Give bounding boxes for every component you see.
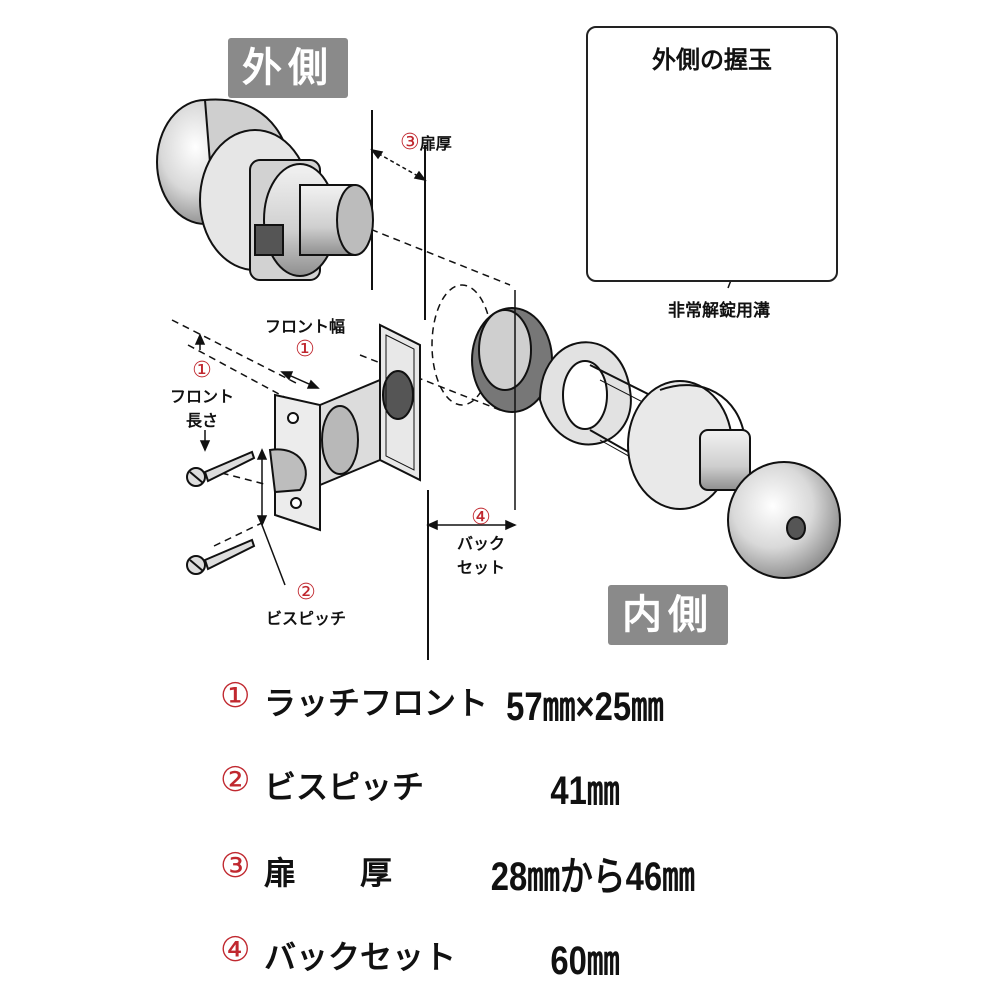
spec-value: 57㎜×25㎜ (506, 685, 664, 729)
screw-icon (186, 450, 256, 487)
inner-knob-assembly (627, 380, 841, 579)
callout-number: ③ (400, 130, 420, 155)
spec-row-backset: ④ バックセット 60㎜ (220, 922, 700, 983)
callout-number: ② (296, 580, 316, 605)
callout-text: フロント (169, 387, 234, 406)
strike-plate (379, 323, 421, 482)
callout-text: バック (456, 534, 505, 553)
inset-outer-knob-box: 外側の握玉 (586, 26, 838, 282)
callout-text: 扉厚 (419, 134, 452, 153)
spec-row-screw-pitch: ② ビスピッチ 41㎜ (220, 752, 700, 813)
front-width-callout: フロント幅 ① (250, 313, 360, 362)
spec-number: ① (220, 676, 251, 716)
spec-number: ② (220, 760, 251, 800)
inner-side-label: 内側 (608, 585, 728, 645)
spec-number: ③ (220, 846, 251, 886)
spec-value: 41㎜ (550, 769, 620, 813)
callout-number: ④ (471, 505, 491, 530)
spec-value: 60㎜ (550, 939, 620, 983)
latch-assembly (268, 378, 381, 532)
spec-label: ラッチフロント (264, 684, 489, 722)
callout-text: 長さ (185, 411, 218, 430)
backset-callout: ④ バック セット (446, 505, 516, 578)
spec-label: ビスピッチ (264, 768, 425, 806)
screw-icon (186, 538, 256, 575)
callout-number: ① (192, 358, 212, 383)
spec-value: 28㎜から46㎜ (490, 855, 695, 899)
spindle-housing (471, 307, 553, 413)
door-thickness-callout: ③扉厚 (400, 130, 452, 155)
emergency-slot-label: 非常解錠用溝 (668, 301, 770, 321)
inset-title: 外側の握玉 (652, 46, 772, 74)
spec-row-latch-front: ① ラッチフロント 57㎜×25㎜ (220, 668, 700, 729)
outer-knob-assembly (156, 98, 374, 281)
door-thickness-dimension (370, 148, 427, 182)
front-length-dimension (194, 333, 211, 452)
spec-row-door-thickness: ③ 扉 厚 28㎜から46㎜ (220, 838, 700, 899)
callout-text: ビスピッチ (265, 609, 346, 628)
spec-number: ④ (220, 930, 251, 970)
front-width-dimension (280, 371, 320, 389)
front-length-callout: ① フロント 長さ (158, 358, 246, 431)
screw-pitch-callout: ② ビスピッチ (246, 580, 366, 629)
screw-pitch-dimension (256, 448, 286, 586)
callout-number: ① (295, 337, 315, 362)
callout-text: セット (456, 558, 505, 577)
spec-label: 扉 厚 (264, 854, 393, 892)
outer-side-label: 外側 (228, 38, 348, 98)
callout-text: フロント幅 (264, 317, 345, 336)
spec-label: バックセット (264, 938, 457, 976)
backset-dimension (426, 290, 517, 531)
